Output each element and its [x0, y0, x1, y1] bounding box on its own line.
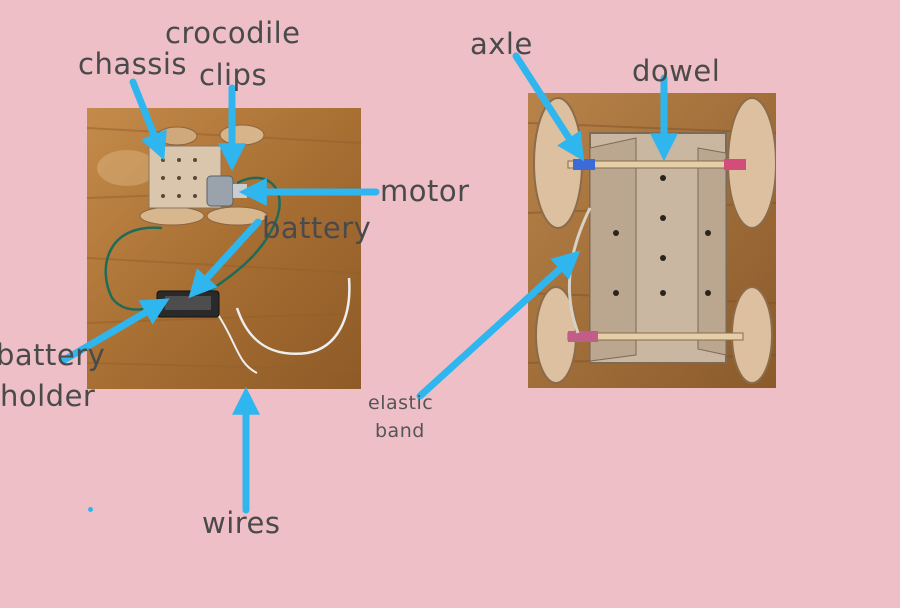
arrow-axle	[512, 52, 585, 162]
label-battery-holder-line1: battery	[0, 338, 106, 372]
arrow-battery	[188, 218, 262, 299]
label-elastic: elastic	[368, 392, 434, 414]
label-dowel: dowel	[632, 54, 721, 88]
label-battery: battery	[262, 211, 372, 245]
stray-dot	[88, 507, 93, 512]
arrow-battery-holder	[60, 298, 170, 364]
label-wires: wires	[202, 506, 281, 540]
label-crocodile: crocodile	[165, 16, 301, 50]
label-chassis: chassis	[78, 47, 187, 81]
label-band: band	[375, 420, 425, 442]
label-motor: motor	[380, 174, 470, 208]
arrow-elastic-band	[416, 250, 581, 400]
label-axle: axle	[470, 27, 533, 61]
label-battery-holder-line2: holder	[0, 379, 96, 413]
arrow-chassis	[129, 78, 167, 161]
label-clips: clips	[199, 58, 268, 92]
